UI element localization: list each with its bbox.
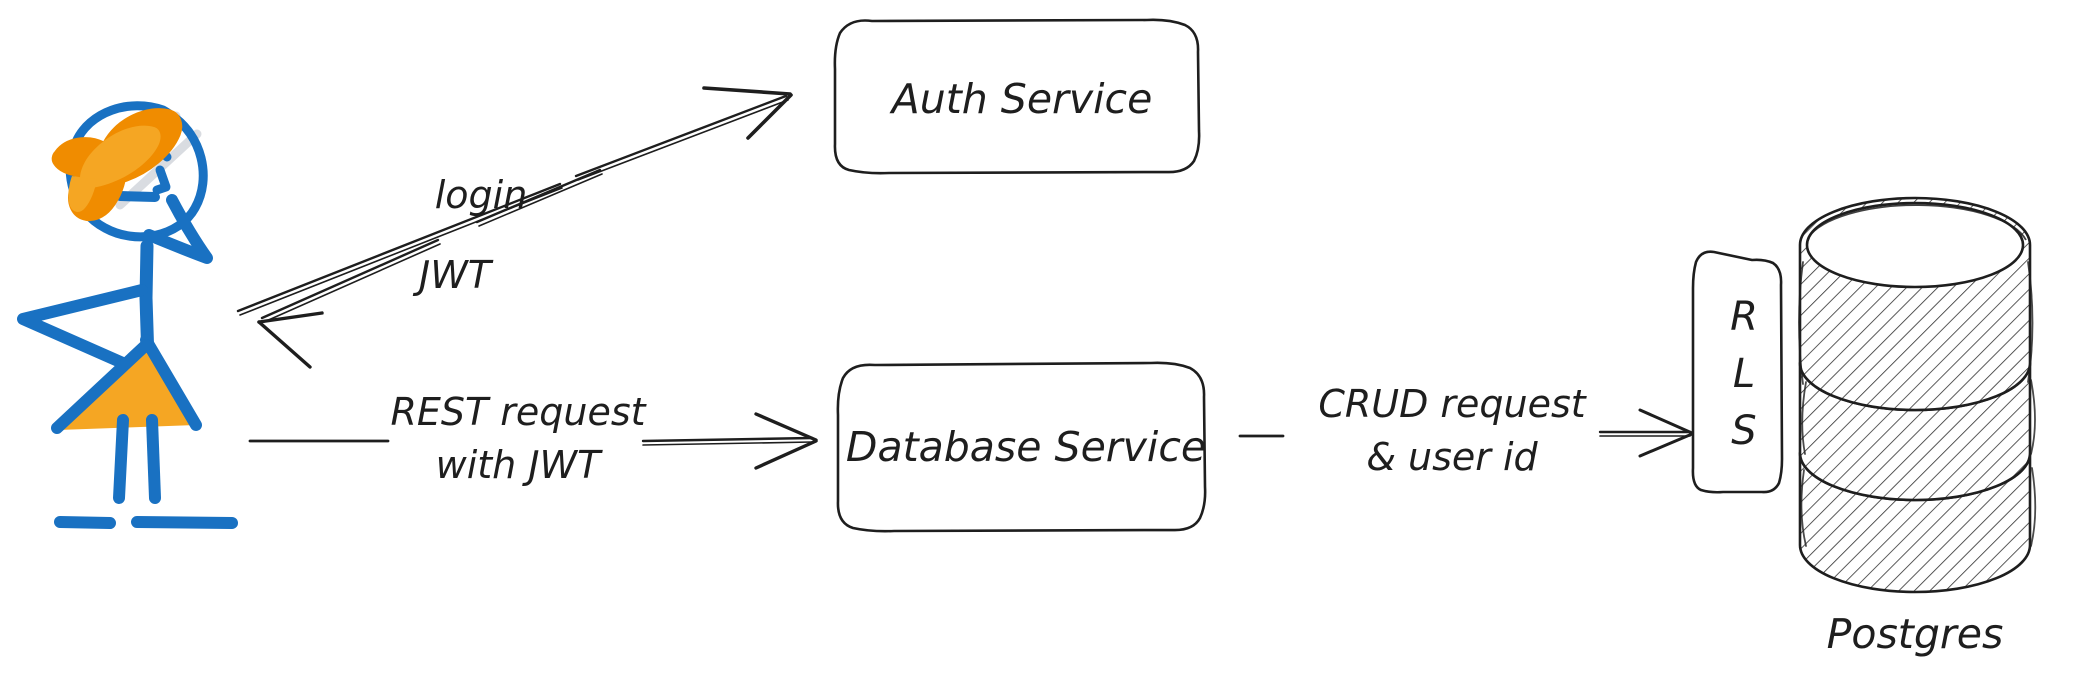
skirt-outline-left [51,339,152,434]
left-arm [17,284,148,377]
rest-edge-label-line2: with JWT [436,443,603,487]
rest-request-arrow [248,412,818,470]
jwt-edge-label: JWT [412,253,494,297]
crud-edge-label-line1: CRUD request [1318,382,1587,426]
rest-edge-label-line1: REST request [390,390,647,434]
database-service-label: Database Service [846,423,1206,471]
skirt-fill [58,345,196,430]
rls-label-s: S [1731,408,1756,454]
rls-node[interactable]: R L S [1691,250,1784,494]
right-foot [131,516,238,529]
database-service-box [836,361,1207,533]
rls-label-r: R [1730,294,1758,340]
db-disc-top [1798,196,2032,412]
db-sketch-accents [1798,261,2037,547]
auth-service-box [833,18,1201,175]
postgres-label: Postgres [1827,610,2004,658]
skirt-outline [140,334,202,431]
right-arm [143,194,213,264]
rls-label-l: L [1733,351,1755,397]
right-leg [146,414,161,504]
hat-bow-tail-inner [68,176,97,212]
mouth [115,191,160,202]
left-leg [113,414,129,504]
nose [152,165,171,195]
crud-edge-label-line2: & user id [1366,435,1538,479]
rls-box [1691,250,1784,494]
crud-request-arrow [1238,408,1694,458]
login-arrow [236,86,793,316]
database-service-node[interactable]: Database Service [836,361,1207,533]
login-edge-label: login [435,173,528,217]
auth-service-node[interactable]: Auth Service [833,18,1201,175]
auth-service-label: Auth Service [889,75,1153,123]
user-stick-figure [17,101,238,529]
jwt-arrow [257,168,603,369]
postgres-node[interactable]: Postgres [1798,196,2037,658]
hat-bow-inner [80,125,161,188]
left-foot [54,516,116,529]
